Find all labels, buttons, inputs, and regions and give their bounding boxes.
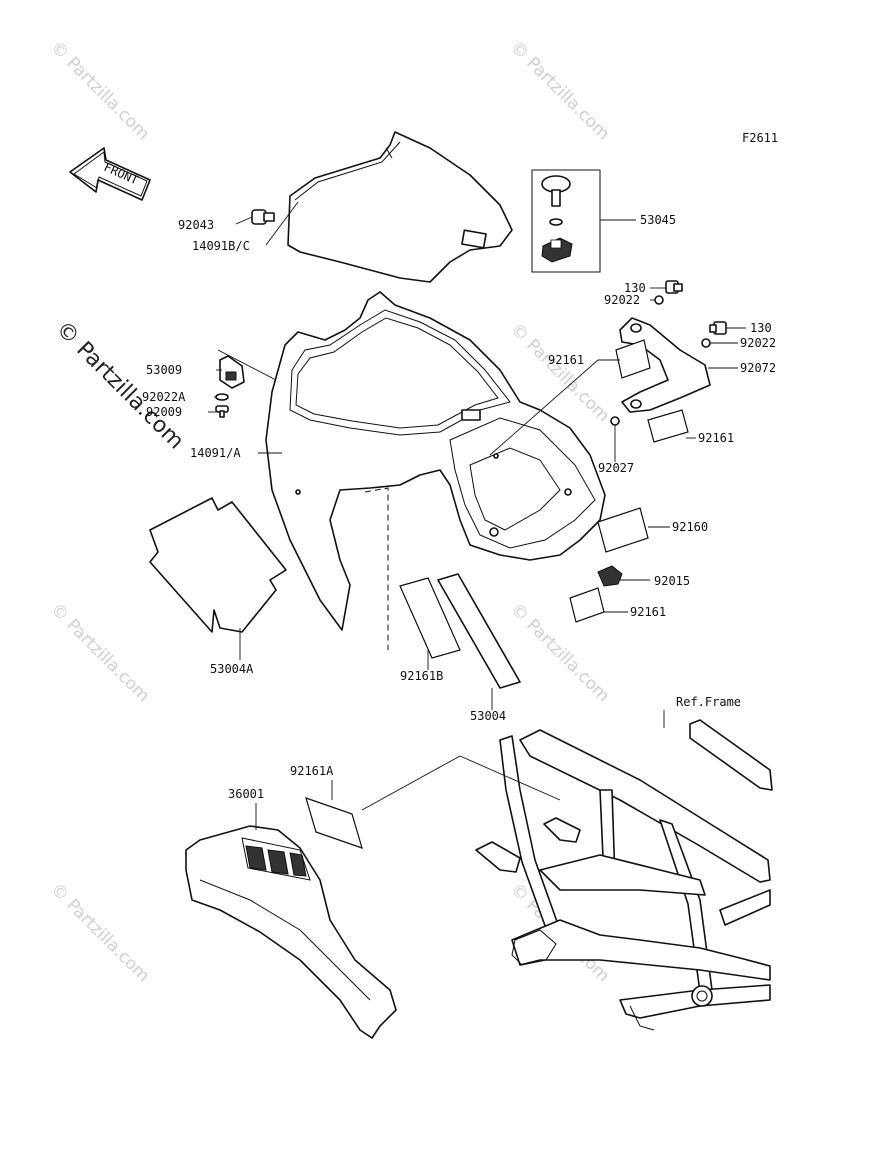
label-ref-frame: Ref.Frame [676, 695, 741, 709]
front-cover-14091a [265, 291, 606, 631]
sticker-92161-upper [615, 339, 651, 379]
label-130-right: 130 [750, 321, 772, 335]
part-labels: 92043 14091B/C 53045 130 92022 130 92022… [142, 213, 776, 801]
front-arrow-icon: FRONT [69, 147, 151, 201]
label-92015: 92015 [654, 574, 690, 588]
label-92027: 92027 [598, 461, 634, 475]
label-92022A: 92022A [142, 390, 186, 404]
label-53045: 53045 [640, 213, 676, 227]
sticker-92161a [305, 797, 363, 849]
watermark: © Partzilla.com [506, 37, 613, 144]
label-92072: 92072 [740, 361, 776, 375]
label-92022-upper: 92022 [604, 293, 640, 307]
watermark-dark: © Partzilla.com [51, 317, 189, 455]
label-53009: 53009 [146, 363, 182, 377]
leader-lines [208, 201, 746, 830]
label-14091a: 14091/A [190, 446, 241, 460]
clip-53009-icon [219, 355, 245, 389]
frame-reference [475, 719, 773, 1031]
label-92161-mid: 92161 [698, 431, 734, 445]
sticker-92161b [399, 577, 461, 659]
washer-92022-right-icon [701, 338, 711, 348]
pad-53004a [149, 497, 287, 633]
bolt-92009-icon [215, 405, 229, 418]
label-92161A: 92161A [290, 764, 334, 778]
watermark: © Partzilla.com [46, 599, 153, 706]
washer-92022-upper-icon [654, 295, 664, 305]
label-14091bc: 14091B/C [192, 239, 250, 253]
dashed-guide [364, 487, 389, 650]
label-36001: 36001 [228, 787, 264, 801]
upper-cover-14091bc [287, 131, 513, 283]
bolt-130-upper-icon [665, 280, 683, 294]
pad-53004 [437, 573, 521, 689]
washer-92027-icon [610, 416, 620, 426]
bolt-130-right-icon [709, 321, 727, 335]
watermark: © Partzilla.com [506, 599, 613, 706]
label-92043: 92043 [178, 218, 214, 232]
label-92009: 92009 [146, 405, 182, 419]
sticker-92161-mid [647, 409, 689, 443]
sticker-92161-lower [569, 587, 605, 623]
nut-92015-icon [597, 565, 623, 587]
label-130-upper: 130 [624, 281, 646, 295]
label-53004A: 53004A [210, 662, 254, 676]
watermark: © Partzilla.com [46, 879, 153, 986]
bolt-92043-icon [251, 209, 275, 225]
label-92160: 92160 [672, 520, 708, 534]
label-92161-lower: 92161 [630, 605, 666, 619]
watermark: © Partzilla.com [46, 37, 153, 144]
label-53004: 53004 [470, 709, 506, 723]
figure-code: F2611 [742, 131, 778, 145]
fastener-box-53045 [531, 169, 601, 273]
label-92022-right: 92022 [740, 336, 776, 350]
washer-92022a-icon [215, 393, 229, 401]
sticker-92160 [597, 507, 649, 553]
label-92161-upper: 92161 [548, 353, 584, 367]
duct-36001 [185, 825, 397, 1039]
label-92161B: 92161B [400, 669, 443, 683]
